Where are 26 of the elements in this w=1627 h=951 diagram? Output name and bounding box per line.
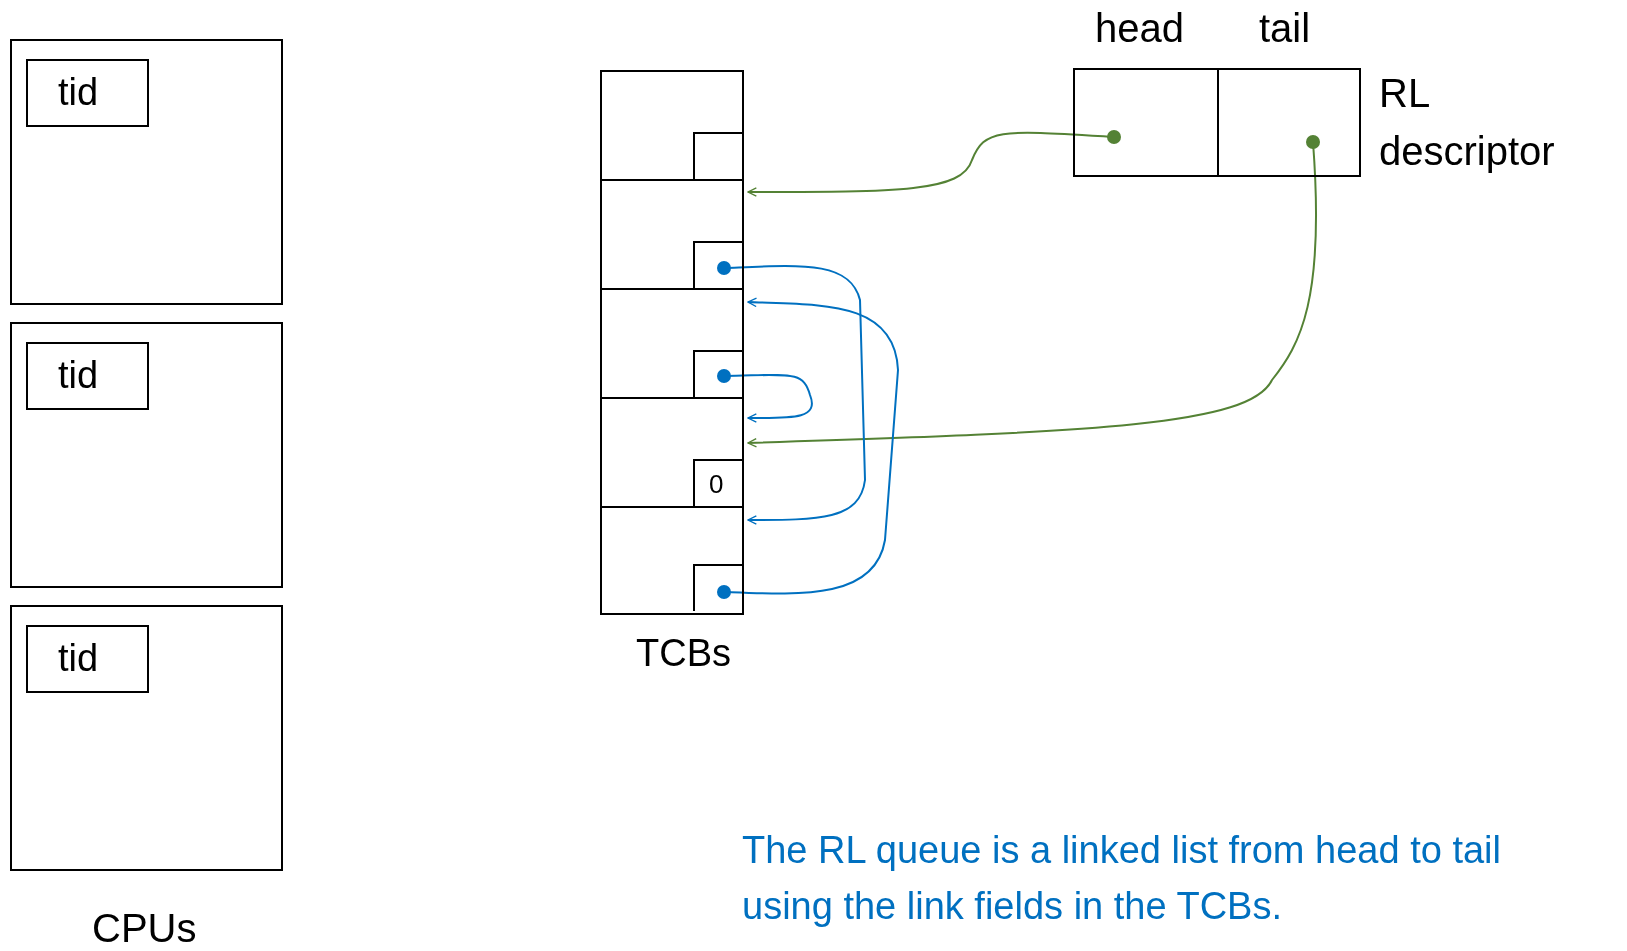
register-box: [26, 625, 149, 693]
cpu-box: [10, 322, 283, 588]
descriptor-label: RL descriptor: [1379, 70, 1556, 175]
link-field: [693, 241, 742, 288]
register-label: tid: [58, 71, 99, 114]
column-label: TCBs: [636, 632, 731, 675]
group-label: CPUs: [92, 905, 198, 951]
arrow: [747, 135, 1320, 448]
cpu-box: [10, 39, 283, 305]
null-link-value: 0: [709, 469, 724, 500]
link-field: [693, 564, 742, 611]
field-label: tail: [1259, 6, 1311, 51]
register-label: tid: [58, 354, 99, 397]
arrow: [717, 261, 866, 525]
register-label: tid: [58, 637, 99, 680]
cpu-box: [10, 605, 283, 871]
field-label: head: [1095, 6, 1184, 51]
register-box: [26, 342, 149, 410]
arrow: [747, 130, 1121, 197]
register-box: [26, 59, 149, 127]
link-field: [693, 132, 742, 179]
arrow: [717, 297, 899, 599]
arrow: [717, 369, 813, 423]
note-text: The RL queue is a linked list from head to tail using the link fields in the TCBs.: [742, 828, 1502, 929]
link-field: [693, 459, 742, 506]
link-field: [693, 350, 742, 397]
